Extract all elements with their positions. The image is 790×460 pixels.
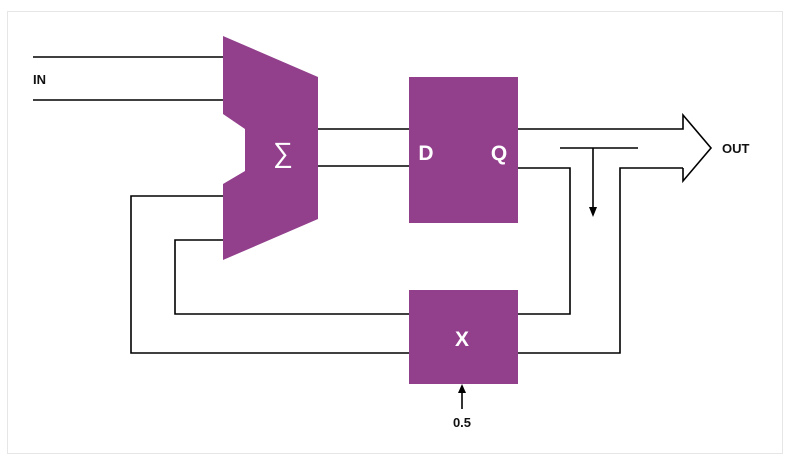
- tap-arrow-head: [589, 207, 597, 217]
- register-block: [409, 77, 518, 223]
- feedback-wire-outer: [130, 195, 409, 354]
- multiplier-block: [409, 290, 518, 384]
- diagram-frame: [7, 11, 783, 454]
- output-bus-arrow: [518, 112, 713, 184]
- adder-block: [223, 36, 318, 260]
- multiplier-output-wire: [518, 167, 683, 354]
- gain-value-label: 0.5: [453, 415, 471, 430]
- register-q-port: Q: [491, 142, 507, 165]
- q-to-multiplier-wire: [518, 167, 571, 315]
- feedback-wire-inner: [174, 239, 409, 315]
- input-label: IN: [33, 72, 46, 87]
- output-label: OUT: [722, 141, 750, 156]
- multiplier-symbol: X: [455, 328, 469, 351]
- gain-arrow-head: [458, 384, 466, 393]
- register-d-port: D: [418, 142, 433, 165]
- adder-symbol: ∑: [273, 137, 293, 168]
